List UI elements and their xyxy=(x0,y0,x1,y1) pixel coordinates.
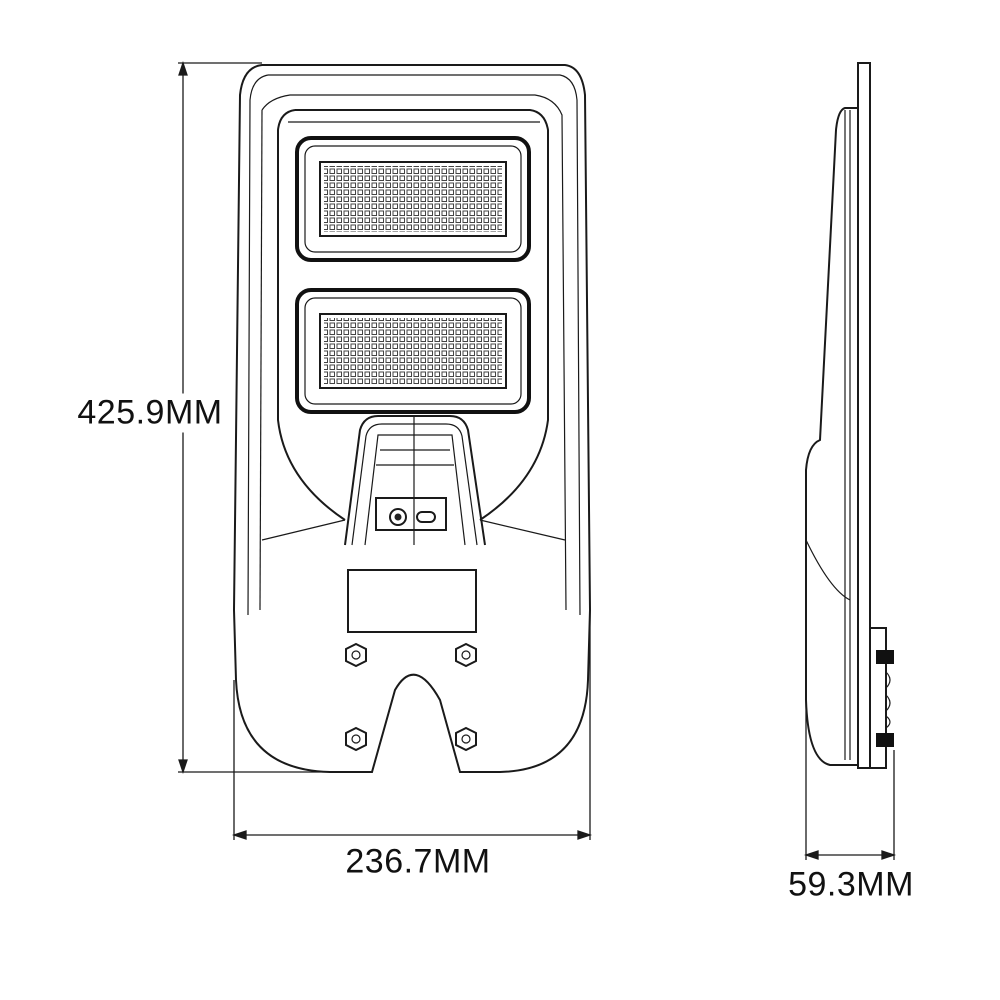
side-body xyxy=(805,107,858,766)
bolt-icon xyxy=(455,642,477,668)
panel-frame xyxy=(261,94,567,611)
led-module-bottom xyxy=(295,288,531,414)
height-dimension-label: 425.9MM xyxy=(77,393,223,433)
depth-dimension-label: 59.3MM xyxy=(788,865,914,905)
width-dimension-label: 236.7MM xyxy=(345,842,491,882)
side-view xyxy=(805,62,894,769)
control-housing xyxy=(344,415,486,546)
solar-panel-outline xyxy=(277,109,549,521)
inner-rim xyxy=(247,74,581,616)
front-view xyxy=(232,64,592,773)
bolt-icon xyxy=(345,642,367,668)
panel-frame-left xyxy=(259,109,263,611)
body-seams xyxy=(261,121,566,541)
led-module-top xyxy=(295,136,531,262)
power-button-icon xyxy=(389,508,407,526)
label-plate xyxy=(347,569,477,633)
control-panel xyxy=(375,497,447,531)
outer-body-outline xyxy=(232,64,592,773)
side-bracket xyxy=(869,627,887,769)
charge-port-icon xyxy=(416,511,436,523)
bolt-icon xyxy=(345,726,367,752)
bolt-icon xyxy=(455,726,477,752)
mounting-bolts xyxy=(345,642,477,752)
side-solar-plate xyxy=(857,62,871,769)
